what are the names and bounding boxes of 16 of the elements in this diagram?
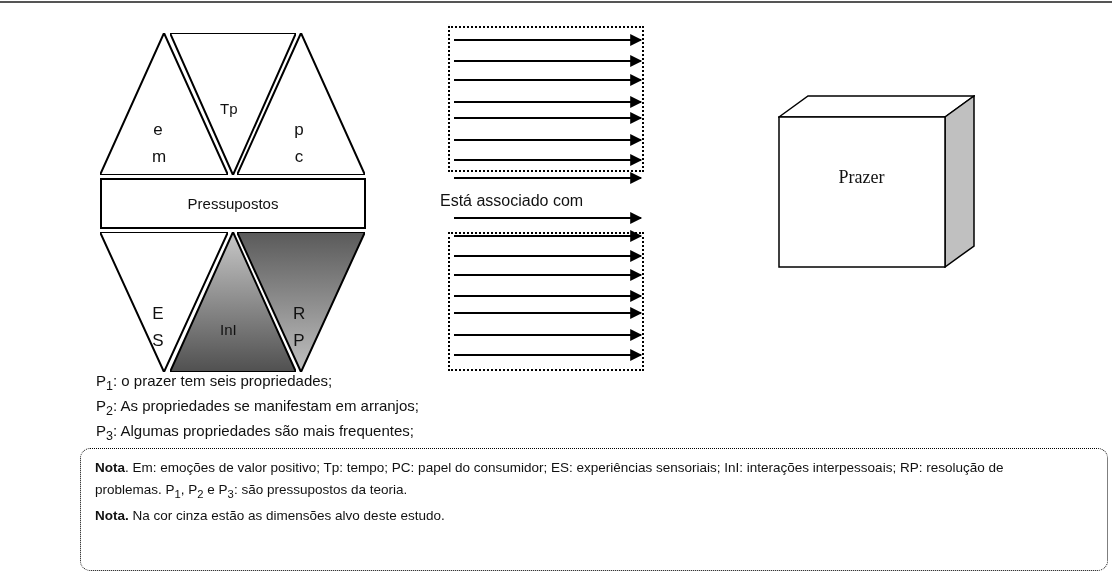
assumptions-band: Pressupostos <box>100 178 366 229</box>
dimension-abbreviation: RP <box>293 303 305 352</box>
assumption-text: P$_{1}$: o prazer tem seis propriedades; <box>96 372 333 393</box>
cube-label: Prazer <box>837 167 886 188</box>
assumption-text: P$_{3}$: Algumas propriedades são mais frequentes; <box>96 422 414 443</box>
note-text: Nota. Em: emoções de valor positivo; Tp: tempo; PC: papel do consumidor; ES: experiências sensoriais; InI: interações interpessoais; RP: resolução de problemas. P$_{1}$, P$_{2}$ e P$_{3}$: são pressupostos da teoria. <box>95 459 1005 502</box>
dimension-abbreviation: pc <box>293 119 305 168</box>
dotted-box <box>448 26 644 172</box>
note-text: Nota. Na cor cinza estão as dimensões alvo deste estudo. <box>95 506 446 525</box>
dimension-abbreviation: InI <box>220 320 237 340</box>
dotted-box <box>448 232 644 371</box>
relation-label: Está associado com <box>440 192 584 210</box>
dimension-abbreviation: Tp <box>220 99 238 119</box>
assumption-text: P$_{2}$: As propriedades se manifestam em arranjos; <box>96 397 419 418</box>
dimension-abbreviation: em <box>152 119 164 168</box>
dimension-abbreviation: ES <box>152 303 164 352</box>
